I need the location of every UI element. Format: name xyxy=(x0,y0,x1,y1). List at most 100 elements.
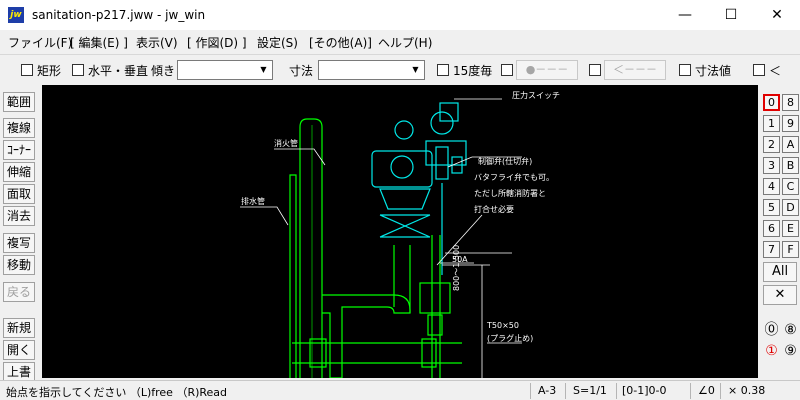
dimval-label: 寸法値 xyxy=(695,64,732,78)
layer-8[interactable]: 8 xyxy=(782,94,799,111)
pressure-gauge-center xyxy=(430,111,454,135)
toolbar: 矩形 水平・垂直 傾き ▼ 寸法 ▼ 15度毎 ●－－－ ＜－－－ 寸法値 ＜ xyxy=(0,54,800,84)
layer-2[interactable]: 2 xyxy=(763,136,780,153)
menu-edit[interactable]: [ 編集(E) ] xyxy=(70,36,128,50)
maximize-button[interactable]: ☐ xyxy=(724,7,738,23)
header-pipe xyxy=(292,342,462,364)
group-1[interactable]: ① xyxy=(765,343,778,359)
window-title: sanitation-p217.jww - jw_win xyxy=(32,8,206,22)
leader-fire xyxy=(274,148,326,166)
label-drain-pipe: 排水管 xyxy=(241,197,265,206)
label-fire-pipe: 消火管 xyxy=(274,139,298,148)
label-note-3: 打合せ必要 xyxy=(474,205,514,214)
status-divider xyxy=(616,383,617,399)
layer-0[interactable]: 0 xyxy=(763,94,780,111)
menu-draw[interactable]: [ 作図(D) ] xyxy=(187,36,247,50)
tool-move[interactable]: 移動 xyxy=(3,255,35,275)
drawing-canvas[interactable]: 圧力スイッチ 消火管 排水管 制御弁(仕切弁) バタフライ弁でも可。 ただし所轄… xyxy=(42,85,758,378)
layer-c[interactable]: C xyxy=(782,178,799,195)
arrow-checkbox[interactable] xyxy=(589,64,601,76)
layer-a[interactable]: A xyxy=(782,136,799,153)
alarm-valve-dial xyxy=(390,155,414,179)
rect-checkbox[interactable] xyxy=(21,64,33,76)
layer-panel: 0 8 1 9 2 A 3 B 4 C 5 D 6 E 7 F All ✕ ⓪ … xyxy=(760,88,800,378)
tilt-label: 傾き xyxy=(151,64,176,78)
status-zoom[interactable]: × 0.38 xyxy=(728,384,766,397)
valve-body xyxy=(419,282,451,314)
valve-flange xyxy=(427,314,443,336)
dim-combo[interactable]: ▼ xyxy=(318,60,425,80)
status-layer[interactable]: [0-1]0-0 xyxy=(622,384,667,397)
status-paper[interactable]: A-3 xyxy=(538,384,557,397)
label-note-1: バタフライ弁でも可。 xyxy=(474,173,554,182)
tool-parallel[interactable]: 複線 xyxy=(3,118,35,138)
menu-bar: ファイル(F) [ 編集(E) ] 表示(V) [ 作図(D) ] 設定(S) … xyxy=(0,30,800,52)
title-bar: jw sanitation-p217.jww - jw_win — ☐ ✕ xyxy=(0,0,800,30)
layer-7[interactable]: 7 xyxy=(763,241,780,258)
menu-settings[interactable]: 設定(S) xyxy=(257,36,298,50)
status-angle[interactable]: ∠0 xyxy=(698,384,715,397)
status-message: 始点を指示してください （L)free （R)Read xyxy=(6,386,228,399)
menu-help[interactable]: ヘルプ(H) xyxy=(378,36,433,50)
minimize-button[interactable]: — xyxy=(678,7,692,23)
status-scale[interactable]: S=1/1 xyxy=(573,384,607,397)
tool-save[interactable]: 上書 xyxy=(3,362,35,382)
label-tee: T50×50 xyxy=(487,321,519,330)
pipe-coupling xyxy=(309,338,327,368)
layer-f[interactable]: F xyxy=(782,241,799,258)
menu-file[interactable]: ファイル(F) xyxy=(8,36,73,50)
layer-e[interactable]: E xyxy=(782,220,799,237)
group-0[interactable]: ⓪ xyxy=(764,322,779,338)
layer-3[interactable]: 3 xyxy=(763,157,780,174)
branch-pipe xyxy=(322,294,411,378)
label-height-dim: 800～1,500 xyxy=(452,244,461,291)
layer-d[interactable]: D xyxy=(782,199,799,216)
dots-checkbox[interactable] xyxy=(501,64,513,76)
close-button[interactable]: ✕ xyxy=(771,7,783,23)
deg15-label: 15度毎 xyxy=(453,64,493,78)
tool-copy[interactable]: 複写 xyxy=(3,233,35,253)
alarm-line xyxy=(435,146,449,180)
layer-5[interactable]: 5 xyxy=(763,199,780,216)
menu-other[interactable]: [その他(A)] xyxy=(309,36,372,50)
deg15-checkbox[interactable] xyxy=(437,64,449,76)
group-9[interactable]: ⑨ xyxy=(784,343,797,359)
layer-6[interactable]: 6 xyxy=(763,220,780,237)
layer-4[interactable]: 4 xyxy=(763,178,780,195)
butterfly-valve xyxy=(379,214,431,238)
layer-x-button[interactable]: ✕ xyxy=(763,285,797,305)
dimval-checkbox[interactable] xyxy=(679,64,691,76)
status-divider xyxy=(720,383,721,399)
layer-9[interactable]: 9 xyxy=(782,115,799,132)
lt-checkbox[interactable] xyxy=(753,64,765,76)
drain-pipe xyxy=(289,174,297,378)
label-note-2: ただし所轄消防署と xyxy=(474,189,546,198)
layer-1[interactable]: 1 xyxy=(763,115,780,132)
dots-button[interactable]: ●－－－ xyxy=(516,60,578,80)
leader-valve xyxy=(447,156,522,168)
valve-bonnet xyxy=(379,188,431,210)
layer-all-button[interactable]: All xyxy=(763,262,797,282)
tool-range[interactable]: 範囲 xyxy=(3,92,35,112)
dim-label: 寸法 xyxy=(289,64,314,78)
tool-undo[interactable]: 戻る xyxy=(3,282,35,302)
menu-view[interactable]: 表示(V) xyxy=(136,36,178,50)
hv-checkbox[interactable] xyxy=(72,64,84,76)
tool-corner[interactable]: ｺｰﾅｰ xyxy=(3,140,35,160)
leader-note xyxy=(436,214,483,266)
tool-chamfer[interactable]: 面取 xyxy=(3,184,35,204)
layer-b[interactable]: B xyxy=(782,157,799,174)
arrow-button[interactable]: ＜－－－ xyxy=(604,60,666,80)
status-bar: 始点を指示してください （L)free （R)Read A-3 S=1/1 [0… xyxy=(0,380,800,400)
label-plug: (プラグ止め) xyxy=(487,334,534,343)
pressure-gauge-left xyxy=(394,120,414,140)
pressure-switch xyxy=(439,102,459,122)
tilt-combo[interactable]: ▼ xyxy=(177,60,273,80)
tool-open[interactable]: 開く xyxy=(3,340,35,360)
dimension-line xyxy=(442,264,490,378)
tool-new[interactable]: 新規 xyxy=(3,318,35,338)
cad-drawing xyxy=(240,98,522,378)
tool-stretch[interactable]: 伸縮 xyxy=(3,162,35,182)
group-8[interactable]: ⑧ xyxy=(784,322,797,338)
tool-erase[interactable]: 消去 xyxy=(3,206,35,226)
